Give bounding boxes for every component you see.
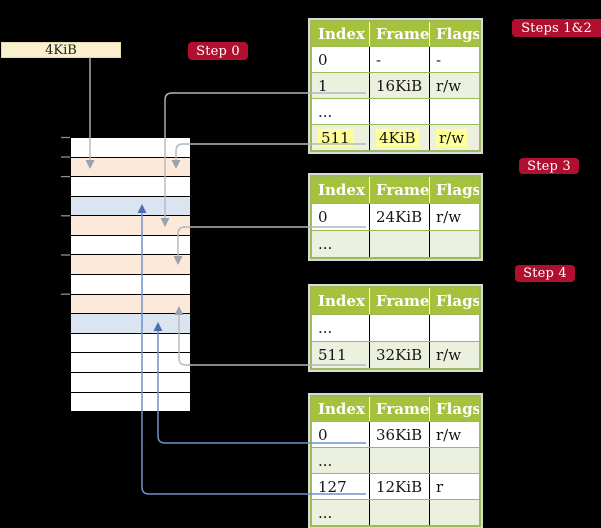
memory-row-peach (71, 215, 190, 235)
cell-index: ... (318, 235, 333, 253)
column-header-flags: Flags (429, 288, 479, 314)
page-size-label: 4KiB (45, 42, 77, 58)
highlighted-value: 511 (318, 128, 353, 147)
memory-row-white (71, 138, 190, 157)
column-header-index: Index (318, 400, 365, 418)
memory-row-white (71, 371, 190, 392)
cell-frame (369, 448, 429, 473)
column-header-frame: Frame (369, 397, 429, 421)
highlighted-value: 4KiB (376, 128, 419, 147)
memory-row-blue (71, 195, 190, 216)
memory-row-white (71, 274, 190, 294)
table-row: ... (312, 314, 479, 341)
badge-step-3: Step 3 (519, 158, 579, 174)
cell-frame: 4KiB (369, 125, 429, 150)
cell-flags: r (429, 474, 479, 499)
cell-flags (429, 315, 479, 341)
memory-row-peach (71, 254, 190, 275)
badge-step-0: Step 0 (188, 42, 248, 60)
cell-flags (429, 231, 479, 257)
cell-frame: 36KiB (369, 422, 429, 447)
badge-steps-1-2: Steps 1&2 (512, 19, 601, 37)
memory-row-white (71, 234, 190, 255)
cell-flags: r/w (429, 342, 479, 368)
cell-frame: 24KiB (369, 204, 429, 230)
cell-flags (429, 99, 479, 124)
table-row: ... (312, 447, 479, 473)
memory-row-white (71, 176, 190, 196)
cell-index: ... (318, 102, 333, 121)
cell-index: ... (318, 503, 333, 522)
cell-frame (369, 500, 429, 525)
table-row: ... (312, 230, 479, 257)
cell-frame: - (369, 47, 429, 72)
table-row: 0 -- (312, 46, 479, 72)
column-header-flags: Flags (429, 397, 479, 421)
column-header-index: Index (318, 292, 365, 310)
cell-flags: r/w (429, 125, 479, 150)
cell-index: ... (318, 451, 333, 470)
cell-flags: - (429, 47, 479, 72)
memory-column (70, 137, 191, 412)
cell-flags (429, 448, 479, 473)
column-header-flags: Flags (429, 177, 479, 203)
cell-frame (369, 231, 429, 257)
column-header-frame: Frame (369, 22, 429, 46)
highlighted-value: r/w (436, 128, 468, 147)
memory-row-blue (71, 313, 190, 333)
cell-index: 127 (318, 477, 347, 496)
cell-flags: r/w (429, 73, 479, 98)
memory-row-white (71, 391, 190, 412)
column-header-frame: Frame (369, 288, 429, 314)
memory-row-white (71, 352, 190, 372)
cell-flags: r/w (429, 422, 479, 447)
cell-frame (369, 315, 429, 341)
memory-tick-marks (61, 136, 70, 295)
cell-index: 511 (318, 346, 347, 364)
memory-row-peach (71, 156, 190, 177)
table-row: 511 4KiB r/w (312, 124, 479, 150)
cell-index: 511 (312, 125, 369, 150)
table-row: ... (312, 499, 479, 525)
table-row: ... (312, 98, 479, 124)
page-size-box: 4KiB (1, 42, 121, 58)
cell-flags: r/w (429, 204, 479, 230)
cell-frame: 16KiB (369, 73, 429, 98)
cell-index: 1 (318, 76, 328, 95)
cell-index: 0 (318, 50, 328, 69)
cell-frame (369, 99, 429, 124)
cell-index: ... (318, 319, 333, 337)
column-header-flags: Flags (429, 22, 479, 46)
column-header-index: Index (318, 25, 365, 43)
column-header-index: Index (318, 181, 365, 199)
cell-flags (429, 500, 479, 525)
cell-frame: 32KiB (369, 342, 429, 368)
memory-row-white (71, 332, 190, 353)
memory-row-peach (71, 293, 190, 314)
cell-index: 0 (318, 425, 328, 444)
cell-frame: 12KiB (369, 474, 429, 499)
cell-index: 0 (318, 208, 328, 226)
badge-step-4: Step 4 (515, 265, 575, 282)
column-header-frame: Frame (369, 177, 429, 203)
